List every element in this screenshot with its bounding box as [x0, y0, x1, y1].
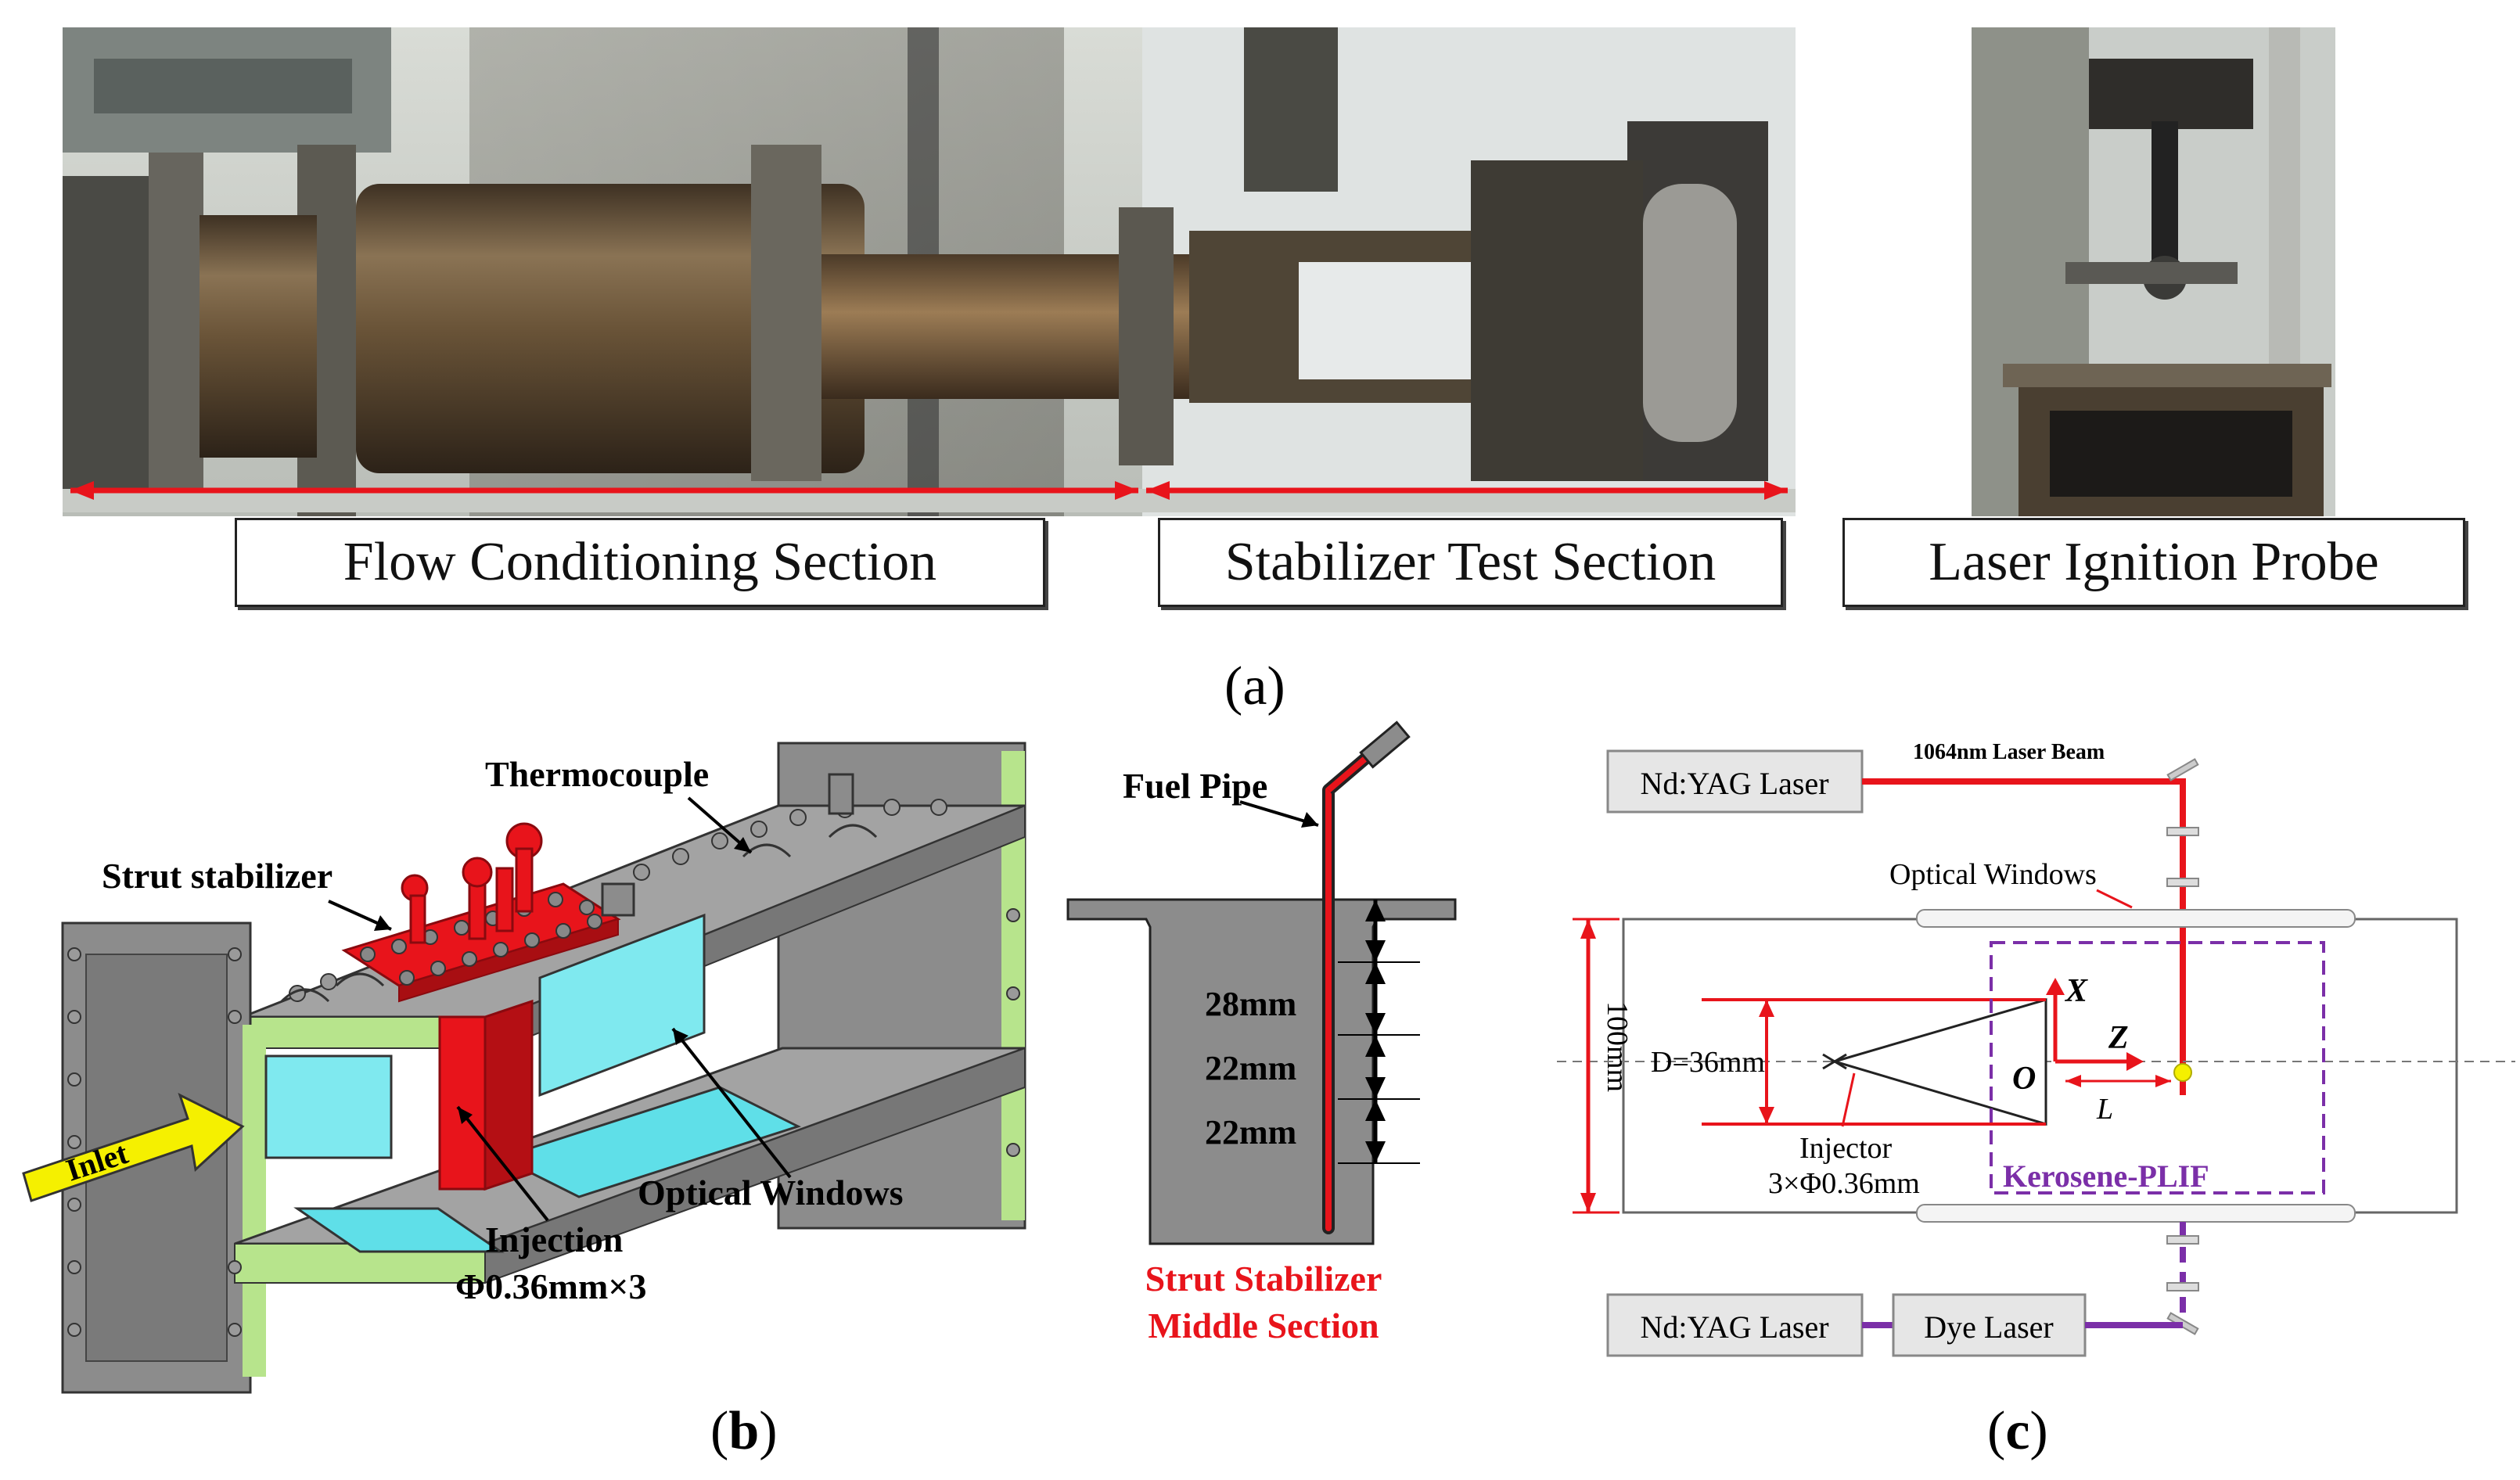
- origin-label: O: [2012, 1061, 2036, 1097]
- injector-body: [1830, 997, 2047, 1126]
- caption-c-open: (: [1987, 1401, 2006, 1461]
- strut-title-line2: Middle Section: [1148, 1306, 1379, 1345]
- injector-label: Injector: [1799, 1132, 1893, 1165]
- dye-laser-label: Dye Laser: [1924, 1309, 2053, 1345]
- panel-c-optical-schematic: Nd:YAG Laser 1064nm Laser Beam Optical W…: [1557, 740, 2515, 1357]
- side-window-right: [538, 913, 706, 1097]
- caption-b: (b): [710, 1400, 778, 1463]
- caption-b-close: ): [759, 1401, 778, 1461]
- flow-section-arrowhead-left: [70, 481, 94, 500]
- ndyag-top-label: Nd:YAG Laser: [1640, 766, 1828, 801]
- strut-profile: [1066, 898, 1457, 1245]
- thermocouple-label: Thermocouple: [485, 754, 709, 794]
- photo-combustor-rig: [63, 27, 1796, 516]
- caption-c-letter: c: [2005, 1401, 2030, 1461]
- fuel-pipes: [401, 822, 543, 944]
- strut-title-line1: Strut Stabilizer: [1145, 1259, 1382, 1299]
- diameter-label: D=36mm: [1651, 1046, 1765, 1079]
- fuel-pipe-label: Fuel Pipe: [1123, 766, 1267, 806]
- dim-22mm-label-2: 22mm: [1205, 1113, 1296, 1151]
- dim-22mm-label-1: 22mm: [1205, 1049, 1296, 1087]
- bottom-window-right: [498, 1086, 801, 1198]
- thermocouple-probes: [280, 773, 878, 1003]
- panel-b-cad-model: Inlet Thermocouple Strut stabilizer Opti…: [22, 742, 1026, 1394]
- optical-window-top: [1916, 909, 2356, 928]
- side-window-left: [264, 1054, 393, 1159]
- injection-spec-label: Φ0.36mm×3: [455, 1266, 647, 1306]
- photo-laser-probe-illustration: [1972, 27, 2335, 516]
- height-label: 100mm: [1601, 1001, 1634, 1092]
- ndyag-top-box: Nd:YAG Laser: [1606, 749, 1864, 814]
- strut-stabilizer-label: Strut stabilizer: [102, 856, 333, 896]
- axis-x-label: X: [2064, 973, 2088, 1009]
- caption-a-close: ): [1267, 656, 1285, 717]
- flow-conditioning-label: Flow Conditioning Section: [235, 518, 1045, 607]
- stabilizer-section-arrowhead-left: [1146, 481, 1170, 500]
- axis-z-label: Z: [2108, 1020, 2129, 1056]
- caption-a: (a): [1224, 656, 1285, 718]
- ndyag-bottom-label: Nd:YAG Laser: [1640, 1309, 1828, 1345]
- optical-windows-c-label: Optical Windows: [1889, 858, 2097, 891]
- caption-a-open: (: [1224, 656, 1243, 717]
- dye-laser-box: Dye Laser: [1892, 1293, 2087, 1357]
- stabilizer-section-arrowhead-right: [1764, 481, 1788, 500]
- caption-b-letter: b: [728, 1401, 760, 1461]
- photo-laser-probe: [1972, 27, 2335, 516]
- beam-label: 1064nm Laser Beam: [1913, 740, 2105, 764]
- injector-spec-label: 3×Φ0.36mm: [1768, 1167, 1920, 1200]
- caption-c: (c): [1987, 1400, 2048, 1463]
- injection-label: Injection: [485, 1220, 623, 1259]
- strut-middle-section: Fuel Pipe 28mm 22mm 22mm Strut Stabilize…: [1066, 720, 1457, 1345]
- flow-section-arrowhead-right: [1115, 481, 1138, 500]
- plif-label: Kerosene-PLIF: [2003, 1158, 2209, 1194]
- bottom-window-left: [293, 1207, 505, 1253]
- photo-combustor-rig-illustration: [63, 27, 1796, 516]
- stabilizer-test-label: Stabilizer Test Section: [1158, 518, 1783, 607]
- length-label: L: [2096, 1093, 2113, 1126]
- dim-28mm-label: 28mm: [1205, 985, 1296, 1023]
- optical-windows-label: Optical Windows: [638, 1173, 904, 1212]
- ignition-point: [2173, 1063, 2192, 1082]
- caption-c-close: ): [2029, 1401, 2048, 1461]
- laser-ignition-label: Laser Ignition Probe: [1842, 518, 2465, 607]
- caption-b-open: (: [710, 1401, 729, 1461]
- optical-window-bottom: [1916, 1204, 2356, 1223]
- plif-region: [1990, 941, 2325, 1194]
- upper-bolts: [289, 799, 947, 1002]
- inlet-arrow: [22, 1093, 245, 1202]
- caption-a-letter: a: [1242, 656, 1267, 717]
- side-bolts: [67, 908, 1020, 1337]
- ndyag-bottom-box: Nd:YAG Laser: [1606, 1293, 1864, 1357]
- strut-bolts: [360, 892, 602, 986]
- laser-beam-1064: [1862, 778, 2186, 1095]
- strut-body: [438, 1015, 487, 1191]
